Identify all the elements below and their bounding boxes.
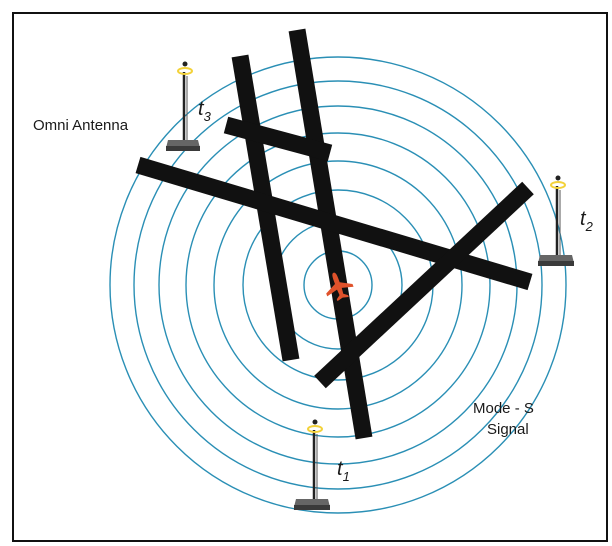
time-label-t1: t1 [337,458,350,484]
time-label-t2: t2 [580,208,593,234]
signal-ring [185,132,491,438]
band-right-vertical [288,28,373,440]
mode-s-label-line2: Signal [487,421,529,438]
band-rising-diagonal [314,181,534,389]
mode-s-label-line1: Mode - S [473,400,534,417]
antenna-icon [294,419,330,510]
position-bands [135,28,534,440]
signal-ring [133,80,543,490]
antenna-icon [538,175,574,266]
signal-ring [213,160,463,410]
band-short-diagonal [223,116,333,162]
band-long-diagonal [135,156,533,291]
time-label-t3: t3 [198,98,211,124]
signal-ring [109,56,567,514]
aircraft-icon [326,272,354,302]
omni-antenna-label: Omni Antenna [33,117,129,134]
antenna-icon [166,61,200,151]
